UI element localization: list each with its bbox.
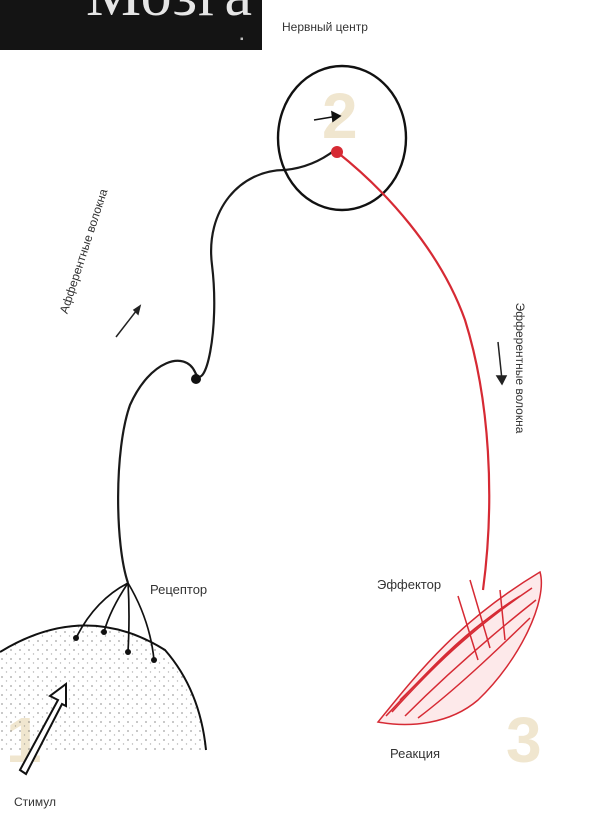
- effector-muscle: [378, 572, 541, 724]
- skin-area: [0, 625, 206, 750]
- nerve-center-arrow-icon: [314, 112, 340, 121]
- ganglion-node: [191, 374, 201, 384]
- efferent-direction-arrow-icon: [497, 342, 506, 384]
- nerve-center-circle: [278, 66, 406, 210]
- nerve-center-label: Нервный центр: [282, 20, 368, 34]
- stimulus-label: Стимул: [14, 795, 56, 809]
- effector-label: Эффектор: [377, 577, 441, 592]
- efferent-pathway: [337, 152, 489, 590]
- receptor-label: Рецептор: [150, 582, 207, 597]
- afferent-direction-arrow-icon: [116, 306, 140, 337]
- afferent-pathway: [118, 150, 335, 583]
- reaction-label: Реакция: [390, 746, 440, 761]
- efferent-path-label: Эфферентные волокна: [513, 303, 527, 434]
